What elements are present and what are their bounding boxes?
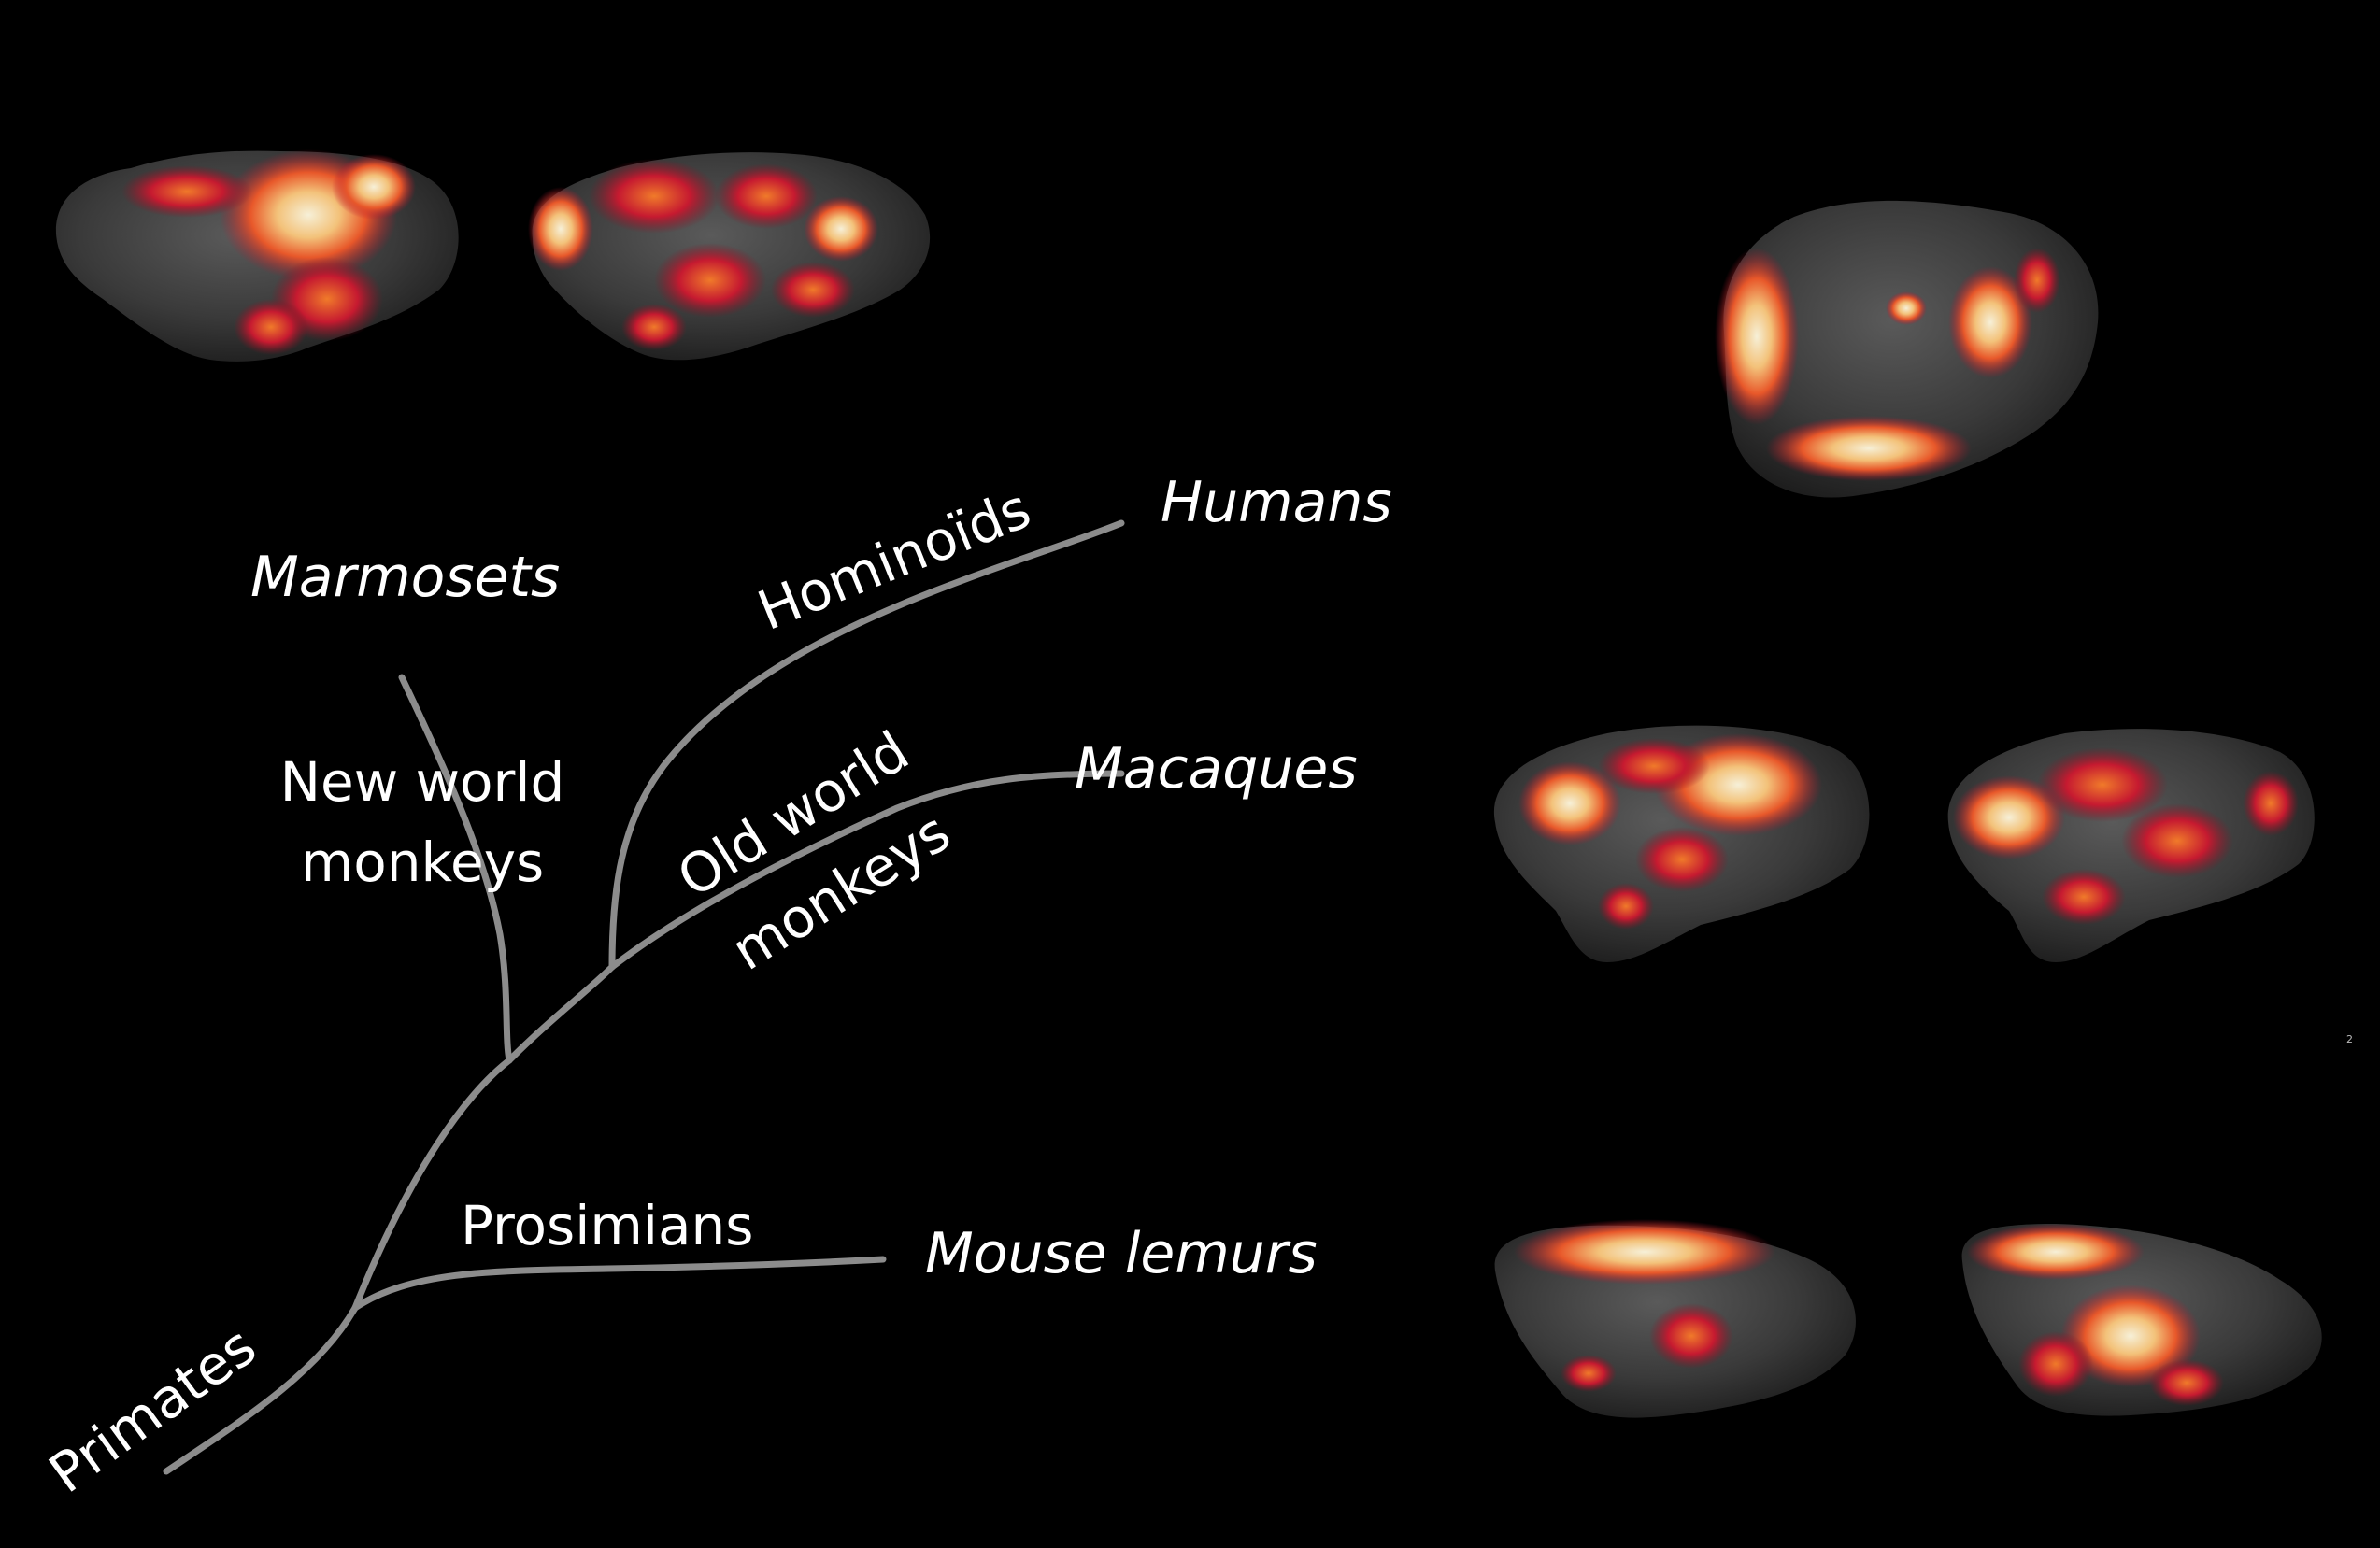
label-marmosets: Marmosets xyxy=(250,545,560,610)
label-mouse-lemurs: Mouse lemurs xyxy=(925,1221,1318,1286)
label-humans: Humans xyxy=(1161,470,1392,535)
branch-new-world-monkeys xyxy=(398,674,513,1064)
label-hominoids: Hominoïds xyxy=(749,476,1039,643)
label-prosimians: Prosimians xyxy=(461,1194,753,1257)
corner-mark: 2 xyxy=(2346,1033,2353,1045)
branch-primates-to-anthropoids xyxy=(351,1057,513,1312)
branch-primates xyxy=(163,1304,359,1475)
phylogenetic-tree xyxy=(163,519,1125,1475)
label-new-world-line1: New world xyxy=(280,750,565,814)
brain-marmoset-left xyxy=(55,149,459,362)
label-primates: Primates xyxy=(37,1314,267,1506)
label-new-world-line2: monkeys xyxy=(301,831,545,894)
brain-marmoset-right xyxy=(528,152,931,361)
branch-hominoids xyxy=(608,519,1125,971)
brain-human xyxy=(1715,200,2099,498)
brain-macaque-right xyxy=(1947,729,2315,962)
brain-mouse-lemur-left xyxy=(1494,1219,1856,1418)
brain-mouse-lemur-right xyxy=(1961,1224,2322,1416)
branch-old-world-monkeys xyxy=(608,770,1125,971)
branch-catarrhines xyxy=(506,963,616,1064)
branch-prosimians xyxy=(351,1256,887,1312)
brain-macaque-left xyxy=(1493,725,1870,962)
label-macaques: Macaques xyxy=(1075,736,1358,802)
